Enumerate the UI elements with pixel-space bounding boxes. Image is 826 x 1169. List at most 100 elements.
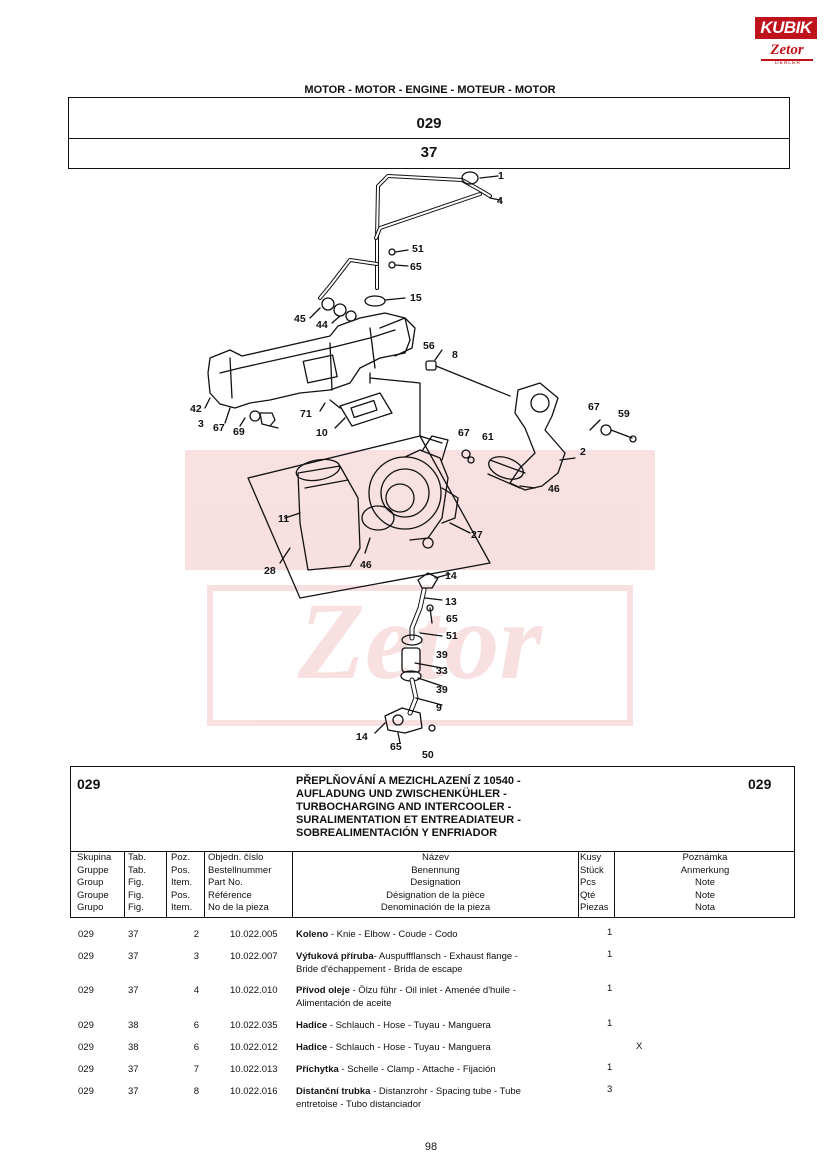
row-desc: - Schlauch - Hose - Tuyau - Manguera: [327, 1020, 491, 1031]
callout: 46: [360, 559, 372, 571]
row-description: Hadice - Schlauch - Hose - Tuyau - Mangu…: [296, 1019, 576, 1032]
assembly-title-es: SOBREALIMENTACIÓN Y ENFRIADOR: [296, 827, 498, 839]
col-header-line: Designation: [410, 877, 461, 889]
row-part-no: 10.022.007: [230, 951, 278, 962]
row-name: Přívod oleje: [296, 985, 350, 996]
callout: 51: [446, 630, 458, 642]
col-header-line: Bestellnummer: [208, 864, 272, 876]
exploded-parts-diagram: Zetor: [180, 168, 660, 763]
row-name: Příchytka: [296, 1064, 339, 1075]
callout: 65: [446, 613, 458, 625]
col-header-line: Grupo: [77, 902, 104, 914]
callout: 15: [410, 292, 422, 304]
callout: 67: [588, 401, 600, 413]
parts-table-header-box: [70, 766, 795, 918]
col-header-line: No de la pieza: [208, 902, 269, 914]
callout: 65: [410, 261, 422, 273]
callout: 10: [316, 427, 328, 439]
group-code-right: 029: [748, 776, 772, 792]
row-part-no: 10.022.005: [230, 929, 278, 940]
col-header-line: Kusy: [580, 852, 602, 863]
col-header-line: Item.: [171, 877, 193, 889]
section-title: MOTOR - MOTOR - ENGINE - MOTEUR - MOTOR: [304, 84, 556, 96]
row-qty: 1: [607, 1062, 613, 1073]
col-header-line: Anmerkung: [680, 864, 730, 876]
row-desc: - Knie - Elbow - Coude - Codo: [328, 929, 458, 940]
row-desc-line2: Alimentación de aceite: [296, 998, 392, 1009]
row-desc: - Ölzu führ - Oil inlet - Amenée d'huile…: [349, 985, 516, 996]
callout-labels: 1 4 51 65 15 45 44 56 8 42 3 67 69 71 10…: [190, 170, 630, 761]
group-code-left: 029: [77, 776, 101, 792]
col-header-line: Objedn. číslo: [208, 852, 264, 863]
assembly-title-de: AUFLADUNG UND ZWISCHENKÜHLER -: [296, 788, 507, 800]
callout: 46: [548, 483, 560, 495]
col-header-line: Référence: [208, 889, 252, 901]
callout: 44: [316, 319, 328, 331]
row-pos: 8: [193, 1086, 199, 1097]
row-desc-line2: entretoise - Tubo distanciador: [296, 1099, 422, 1110]
row-qty: 1: [607, 949, 613, 960]
row-part-no: 10.022.012: [230, 1042, 278, 1053]
row-part-no: 10.022.035: [230, 1020, 278, 1031]
col-header-line: Nota: [694, 902, 716, 914]
row-qty: 3: [607, 1084, 613, 1095]
assembly-title: PŘEPLŇOVÁNÍ A MEZICHLAZENÍ Z 10540 - AUF…: [296, 775, 521, 840]
col-header-line: Fig.: [128, 877, 144, 889]
row-name: Hadice: [296, 1020, 328, 1031]
row-pos: 3: [193, 951, 199, 962]
callout: 2: [580, 446, 586, 458]
col-divider: [614, 851, 615, 917]
col-header-line: Groupe: [77, 889, 109, 901]
col-header-group: Skupina Gruppe Group Groupe Grupo: [77, 852, 125, 917]
assembly-title-fr: SURALIMENTATION ET ENTREADIATEUR -: [296, 814, 521, 826]
callout: 51: [412, 243, 424, 255]
callout: 67: [458, 427, 470, 439]
row-desc: - Schlauch - Hose - Tuyau - Manguera: [327, 1042, 491, 1053]
callout: 42: [190, 403, 202, 415]
col-header-name: Název Benennung Designation Désignation …: [293, 852, 578, 917]
col-header-line: Group: [77, 877, 104, 889]
row-qty: 1: [607, 927, 613, 938]
row-part-no: 10.022.013: [230, 1064, 278, 1075]
row-description: Distanční trubka - Distanzrohr - Spacing…: [296, 1085, 576, 1111]
col-header-line: Fig.: [128, 902, 144, 914]
col-divider: [204, 851, 205, 917]
row-name: Koleno: [296, 929, 329, 940]
col-header-line: Poznámka: [682, 852, 728, 863]
row-qty: 1: [607, 983, 613, 994]
row-part-no: 10.022.010: [230, 985, 278, 996]
diagram-svg: Zetor: [185, 170, 655, 761]
col-header-line: Piezas: [580, 902, 609, 914]
row-tab: 37: [128, 929, 139, 940]
row-desc: - Auspuffflansch - Exhaust flange -: [373, 951, 518, 962]
col-header-line: Skupina: [77, 852, 112, 863]
col-header-line: Denominación de la pieza: [380, 902, 491, 914]
logo-dealer-text: DEALER: [774, 60, 801, 66]
col-header-line: Qté: [580, 889, 596, 901]
row-tab: 38: [128, 1020, 139, 1031]
col-header-line: Tab.: [128, 864, 146, 876]
header-divider: [70, 851, 795, 852]
row-group: 029: [78, 1086, 94, 1097]
col-header-tab: Tab. Tab. Fig. Fig. Fig.: [128, 852, 168, 917]
callout: 61: [482, 431, 494, 443]
callout: 69: [233, 426, 245, 438]
col-header-line: Stück: [580, 864, 604, 876]
col-header-line: Benennung: [411, 864, 460, 876]
row-pos: 6: [193, 1020, 199, 1031]
group-code: 029: [69, 98, 789, 139]
code-box: 029 37: [68, 97, 790, 169]
col-header-line: Gruppe: [77, 864, 109, 876]
callout: 3: [198, 418, 204, 430]
row-description: Hadice - Schlauch - Hose - Tuyau - Mangu…: [296, 1041, 576, 1054]
callout: 9: [436, 702, 442, 714]
assembly-title-en: TURBOCHARGING AND INTERCOOLER -: [296, 801, 512, 813]
row-name: Výfuková příruba: [296, 951, 374, 962]
row-tab: 37: [128, 1086, 139, 1097]
col-header-note: Poznámka Anmerkung Note Note Nota: [616, 852, 794, 917]
col-header-line: Désignation de la pièce: [386, 889, 485, 901]
col-header-pos: Poz. Pos. Item. Pos. Item.: [171, 852, 207, 917]
col-header-line: Tab.: [128, 852, 146, 863]
row-tab: 37: [128, 985, 139, 996]
callout: 59: [618, 408, 630, 420]
